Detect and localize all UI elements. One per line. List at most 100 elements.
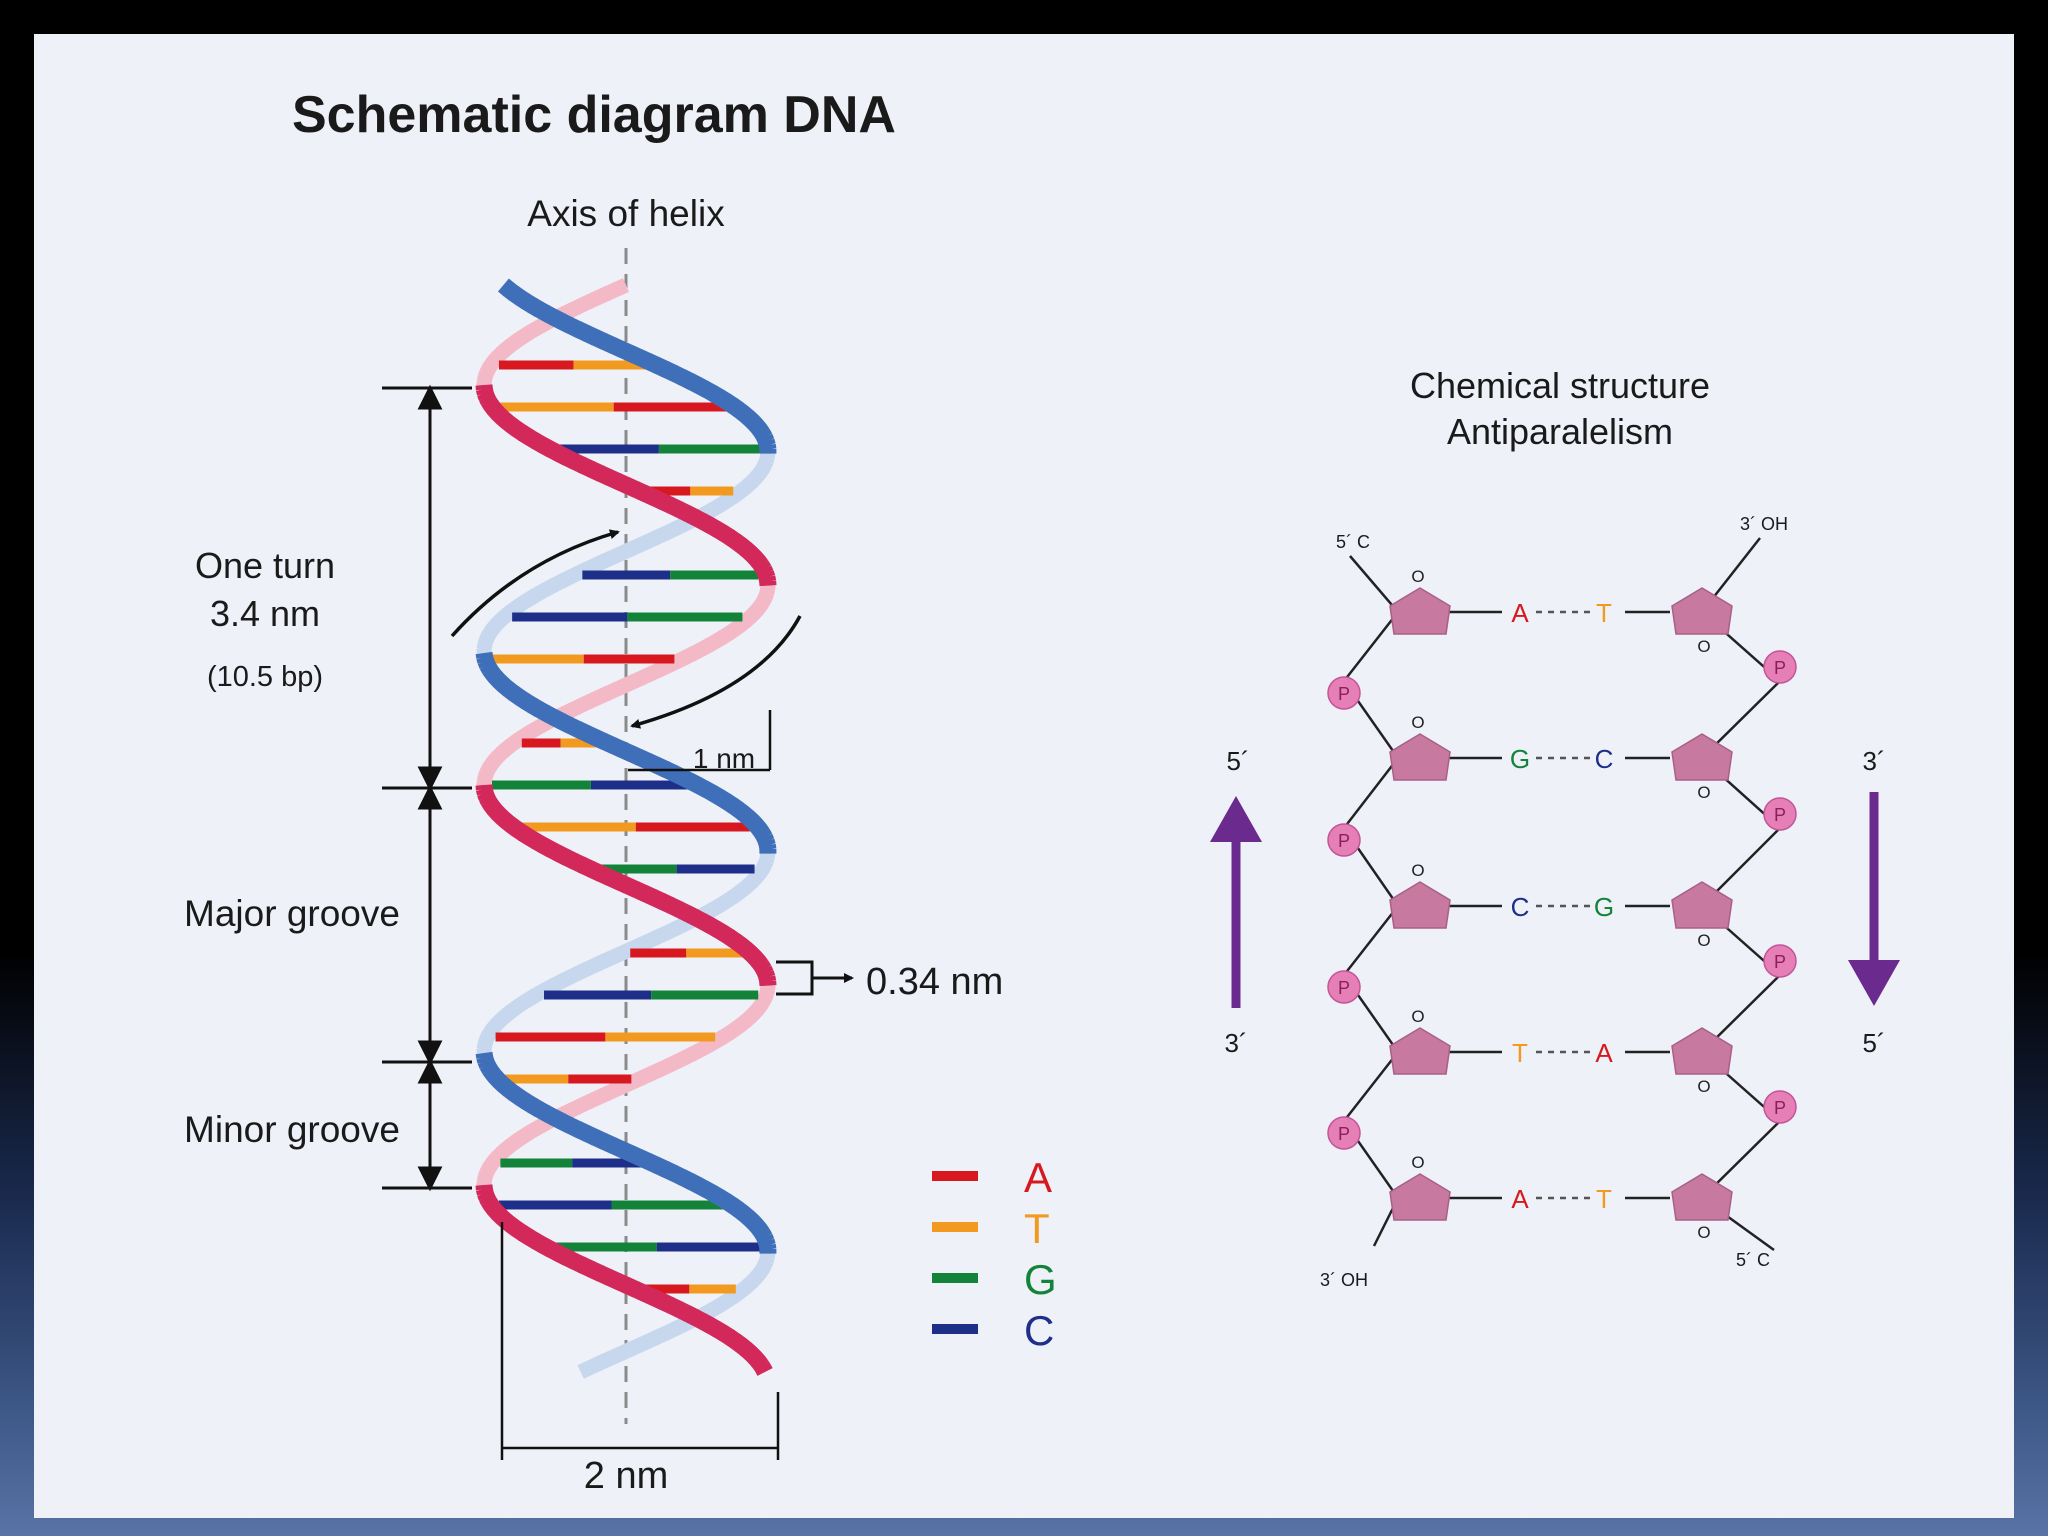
top-left-end-label: 5´ C: [1336, 532, 1370, 552]
strand-blue-segment: [732, 1202, 749, 1221]
strand-blue-segment: [708, 1185, 725, 1205]
strand-blue-segment: [653, 526, 670, 545]
strand-blue-segment: [582, 558, 599, 577]
strand-blue-segment: [644, 530, 661, 549]
right-base-letter: A: [1595, 1038, 1613, 1068]
strand-red-segment: [698, 1313, 715, 1334]
strand-blue-segment: [635, 934, 652, 953]
strand-blue-segment: [756, 833, 775, 845]
strand-blue-segment: [483, 624, 499, 638]
strand-blue-segment: [714, 1189, 732, 1209]
left-sugar-pentagon: [1389, 1173, 1451, 1221]
rotation-arrow-up: [450, 529, 620, 638]
strand-blue-segment: [600, 1350, 617, 1369]
strand-blue-segment: [476, 654, 495, 664]
right-ring-oxygen: O: [1697, 783, 1710, 802]
left-ring-oxygen: O: [1411, 1007, 1424, 1026]
strand-blue-segment: [565, 566, 582, 585]
left-sugar-pentagon: [1389, 587, 1451, 635]
strand-red-segment: [744, 1007, 760, 1023]
strand-red-segment: [656, 658, 674, 677]
one-turn-bp: (10.5 bp): [207, 661, 323, 693]
right-phosphate: [1763, 650, 1797, 684]
strand-red-segment: [657, 893, 675, 914]
strand-red-segment: [631, 881, 649, 902]
strand-red-segment: [697, 638, 714, 657]
right-ring-oxygen: O: [1697, 637, 1710, 656]
strand-red-segment: [587, 1261, 605, 1282]
strand-red-segment: [740, 942, 757, 960]
strand-blue-segment: [582, 1125, 600, 1146]
strand-red-segment: [604, 469, 622, 490]
right-base-letter: C: [1595, 744, 1614, 774]
strand-blue-segment: [749, 819, 767, 835]
strand-red-segment: [484, 1156, 500, 1171]
strand-red-segment: [712, 1321, 729, 1341]
strand-blue-segment: [708, 785, 725, 805]
strand-red-segment: [481, 361, 498, 374]
strand-blue-segment: [477, 657, 496, 669]
strand-red-segment: [517, 1225, 535, 1245]
strand-blue-segment: [652, 357, 670, 378]
strand-red-segment: [730, 534, 747, 553]
strand-red-segment: [724, 1022, 740, 1040]
left-arrow-bottom-label: 3´: [1224, 1028, 1247, 1058]
strand-red-segment: [523, 1122, 540, 1141]
strand-blue-segment: [590, 329, 608, 350]
strand-red-segment: [484, 399, 502, 415]
strand-blue-segment: [746, 871, 763, 887]
left-arrow-top-label: 5´: [1226, 746, 1249, 776]
strand-red-segment: [757, 570, 776, 581]
strand-red-segment: [495, 410, 513, 429]
strand-red-segment: [674, 901, 692, 922]
strand-blue-segment: [756, 1233, 775, 1245]
base-pair-rungs: [492, 360, 760, 1294]
strand-blue-segment: [479, 1060, 498, 1074]
strand-blue-segment: [527, 297, 544, 317]
strand-blue-segment: [661, 1322, 678, 1341]
strand-red-segment: [475, 387, 494, 396]
one-nm-marker: [628, 710, 772, 772]
strand-blue-segment: [541, 705, 559, 726]
strand-red-segment: [478, 793, 497, 806]
strand-blue-segment: [754, 428, 773, 442]
strand-blue-segment: [758, 843, 777, 851]
strand-red-segment: [718, 525, 735, 545]
strand-blue-segment: [565, 1117, 583, 1138]
strand-red-segment: [553, 845, 571, 866]
right-base-letter: T: [1596, 1184, 1612, 1214]
strand-blue-segment: [608, 946, 626, 965]
strand-blue-segment: [757, 1258, 774, 1269]
one-nm-label: 1 nm: [693, 743, 755, 774]
strand-blue-segment: [542, 978, 558, 997]
strand-red-segment: [718, 1026, 734, 1044]
strand-blue-segment: [493, 1074, 510, 1092]
strand-blue-segment: [480, 629, 497, 642]
strand-red-segment: [759, 987, 776, 996]
strand-blue-segment: [582, 325, 600, 346]
strand-red-segment: [578, 857, 596, 878]
right-base-letter: T: [1596, 598, 1612, 628]
strand-blue-segment: [557, 1113, 574, 1134]
strand-blue-segment: [721, 793, 738, 813]
strand-red-segment: [613, 873, 631, 894]
strand-red-segment: [698, 513, 715, 534]
strand-red-segment: [491, 406, 509, 424]
strand-red-segment: [751, 955, 769, 971]
strand-red-segment: [613, 473, 631, 494]
strand-red-segment: [506, 818, 523, 837]
strand-blue-segment: [476, 1043, 493, 1051]
strand-blue-segment: [541, 305, 559, 326]
strand-blue-segment: [758, 454, 775, 464]
strand-blue-segment: [617, 341, 635, 362]
strand-red-segment: [506, 418, 523, 437]
strand-blue-segment: [708, 1298, 725, 1317]
strand-red-segment: [603, 282, 621, 301]
strand-red-segment: [531, 833, 548, 853]
strand-blue-segment: [489, 671, 506, 688]
strand-blue-segment: [591, 954, 608, 973]
left-phosphate-letter: P: [1338, 684, 1350, 704]
strand-blue-segment: [727, 398, 744, 417]
strand-red-segment: [756, 993, 773, 1005]
legend-swatch-g: [932, 1273, 978, 1283]
